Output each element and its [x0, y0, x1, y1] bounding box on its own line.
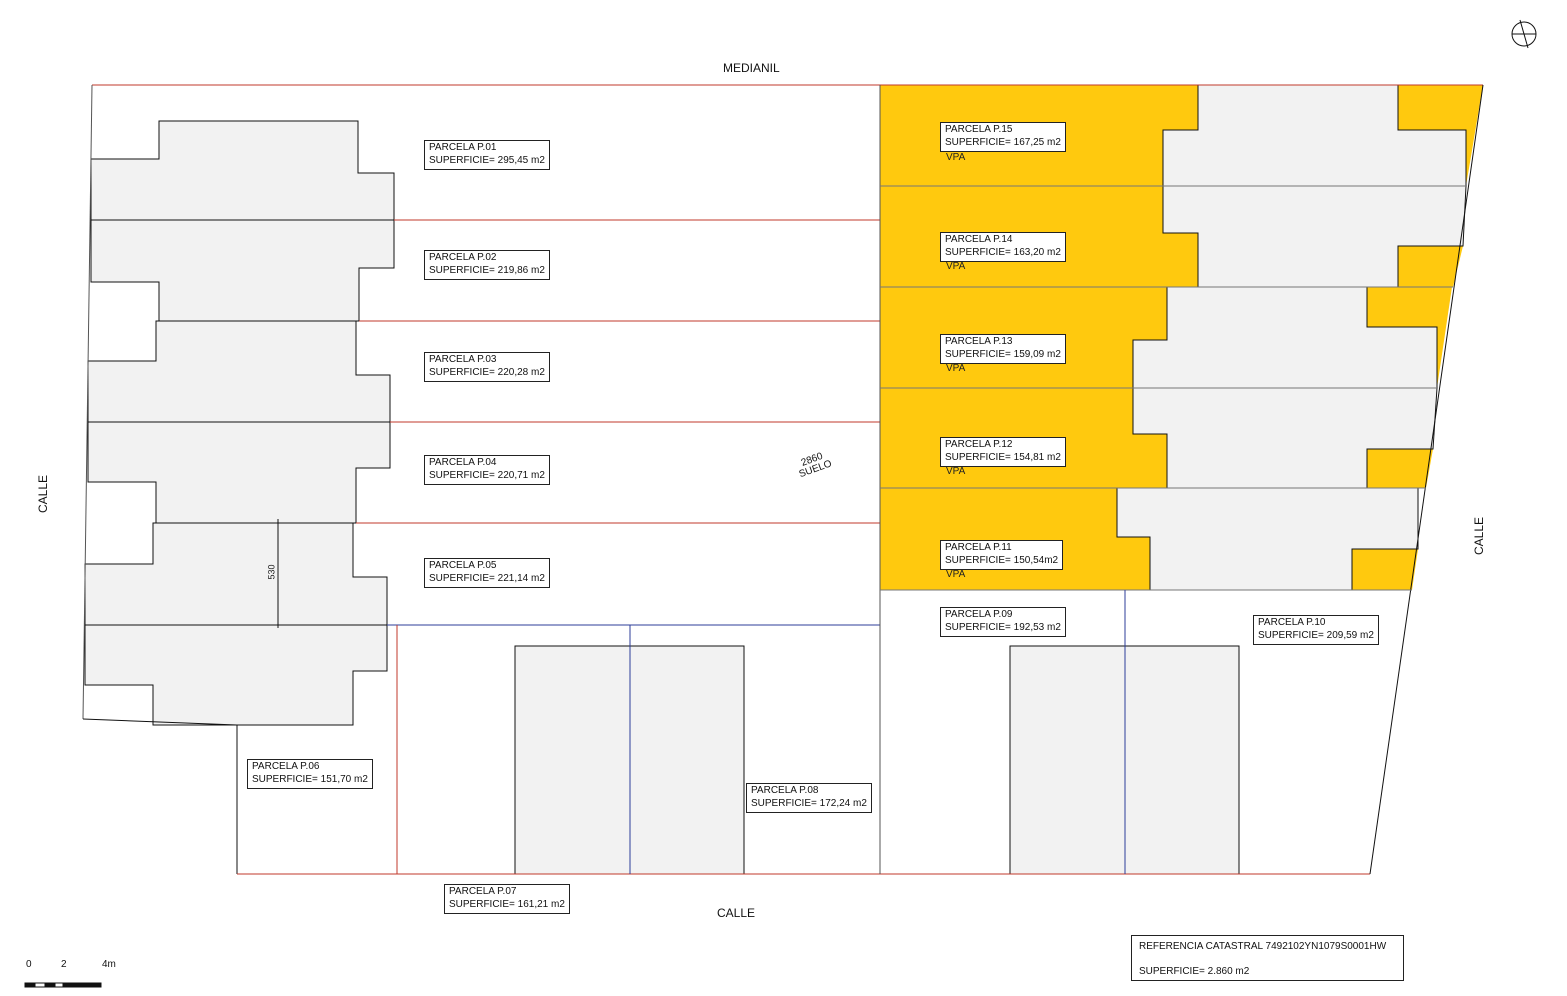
parcel-name: PARCELA P.09 — [945, 609, 1013, 620]
dimension-label: 530 — [266, 564, 277, 580]
parcel-name: PARCELA P.08 — [751, 785, 819, 796]
parcel-area: SUPERFICIE= 220,28 m2 — [429, 366, 545, 378]
lot-lines — [82, 84, 1484, 875]
parcel-area: SUPERFICIE= 192,53 m2 — [945, 621, 1061, 633]
scale-bar — [24, 982, 102, 988]
calle-right-label: CALLE — [1472, 516, 1487, 556]
buildings — [84, 84, 1467, 875]
parcel-name: PARCELA P.15 — [945, 124, 1013, 135]
parcel-area: SUPERFICIE= 154,81 m2 — [945, 451, 1061, 463]
catastral-reference: REFERENCIA CATASTRAL 7492102YN1079S0001H… — [1139, 941, 1387, 952]
total-surface: SUPERFICIE= 2.860 m2 — [1139, 966, 1250, 977]
parcel-area: SUPERFICIE= 209,59 m2 — [1258, 629, 1374, 641]
reference-box: REFERENCIA CATASTRAL 7492102YN1079S0001H… — [1131, 935, 1404, 981]
parcel-area: SUPERFICIE= 167,25 m2 — [945, 136, 1061, 148]
parcel-name: PARCELA P.05 — [429, 560, 497, 571]
parcel-area: SUPERFICIE= 172,24 m2 — [751, 797, 867, 809]
parcel-name: PARCELA P.06 — [252, 761, 320, 772]
parcel-area: SUPERFICIE= 161,21 m2 — [449, 898, 565, 910]
parcel-area: SUPERFICIE= 295,45 m2 — [429, 154, 545, 166]
scale-tick-4m: 4m — [102, 959, 116, 970]
vpa-tag-p14: VPA — [946, 261, 966, 272]
vpa-tag-p13: VPA — [946, 363, 966, 374]
scale-tick-2: 2 — [61, 959, 67, 970]
scale-tick-0: 0 — [26, 959, 32, 970]
parcel-name: PARCELA P.02 — [429, 252, 497, 263]
parcel-area: SUPERFICIE= 163,20 m2 — [945, 246, 1061, 258]
vpa-tag-p12: VPA — [946, 466, 966, 477]
parcel-name: PARCELA P.10 — [1258, 617, 1326, 628]
parcel-name: PARCELA P.07 — [449, 886, 517, 897]
parcel-area: SUPERFICIE= 151,70 m2 — [252, 773, 368, 785]
parcel-area: SUPERFICIE= 150,54m2 — [945, 554, 1059, 566]
medianil-label: MEDIANIL — [723, 61, 780, 75]
north-arrow-icon — [1511, 19, 1537, 49]
calle-bottom-label: CALLE — [717, 906, 756, 920]
parcel-area: SUPERFICIE= 221,14 m2 — [429, 572, 545, 584]
parcel-name: PARCELA P.13 — [945, 336, 1013, 347]
parcel-name: PARCELA P.01 — [429, 142, 497, 153]
parcel-name: PARCELA P.14 — [945, 234, 1013, 245]
parcel-area: SUPERFICIE= 159,09 m2 — [945, 348, 1061, 360]
parcel-area: SUPERFICIE= 220,71 m2 — [429, 469, 545, 481]
parcel-name: PARCELA P.03 — [429, 354, 497, 365]
parcel-name: PARCELA P.04 — [429, 457, 497, 468]
parcel-area: SUPERFICIE= 219,86 m2 — [429, 264, 545, 276]
parcel-name: PARCELA P.11 — [945, 542, 1012, 553]
vpa-tag-p11: VPA — [946, 569, 966, 580]
vpa-tag-p15: VPA — [946, 152, 966, 163]
calle-left-label: CALLE — [36, 474, 51, 514]
parcel-name: PARCELA P.12 — [945, 439, 1013, 450]
